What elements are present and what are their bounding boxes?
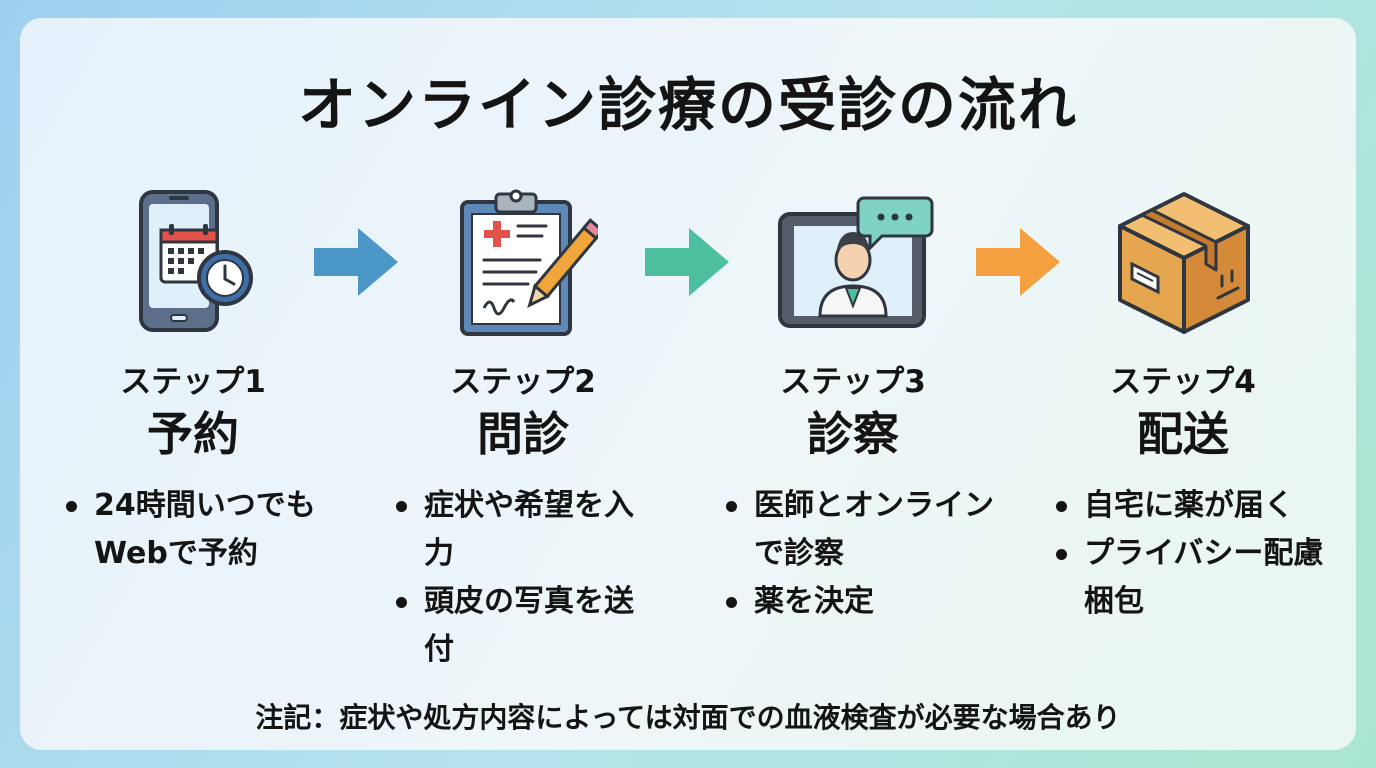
list-item: 医師とオンラインで診察 [724, 482, 994, 578]
step-bullets: 症状や希望を入力 頭皮の写真を送付 [394, 482, 634, 674]
content-card [20, 18, 1356, 750]
step-label: ステップ2 [450, 364, 596, 400]
step-label: ステップ3 [780, 364, 926, 400]
list-item: 24時間いつでもWebで予約 [64, 482, 334, 578]
list-item: 自宅に薬が届く [1054, 482, 1324, 530]
step-name: 予約 [147, 407, 239, 461]
list-item: 頭皮の写真を送付 [394, 578, 634, 674]
list-item: プライバシー配慮梱包 [1054, 530, 1324, 626]
step-name: 診察 [807, 407, 899, 461]
step-bullets: 自宅に薬が届く プライバシー配慮梱包 [1054, 482, 1324, 626]
footnote: 注記：症状や処方内容によっては対面での血液検査が必要な場合あり [255, 701, 1121, 734]
step-name: 問診 [477, 407, 569, 461]
step-bullets: 24時間いつでもWebで予約 [64, 482, 334, 578]
step-label: ステップ1 [120, 364, 266, 400]
clipboard-pencil-icon [460, 189, 598, 336]
page-title: オンライン診療の受診の流れ [297, 71, 1078, 139]
list-item: 症状や希望を入力 [394, 482, 634, 578]
step-bullets: 医師とオンラインで診察 薬を決定 [724, 482, 994, 626]
step-label: ステップ4 [1110, 364, 1256, 400]
arrow-right-icon [314, 228, 398, 296]
package-box-icon [1118, 192, 1250, 334]
step-name: 配送 [1137, 407, 1229, 461]
tablet-doctor-chat-icon [778, 196, 934, 328]
list-item: 薬を決定 [724, 578, 994, 626]
arrow-right-icon [645, 228, 729, 296]
smartphone-calendar-clock-icon [139, 190, 253, 332]
arrow-right-icon [976, 228, 1060, 296]
